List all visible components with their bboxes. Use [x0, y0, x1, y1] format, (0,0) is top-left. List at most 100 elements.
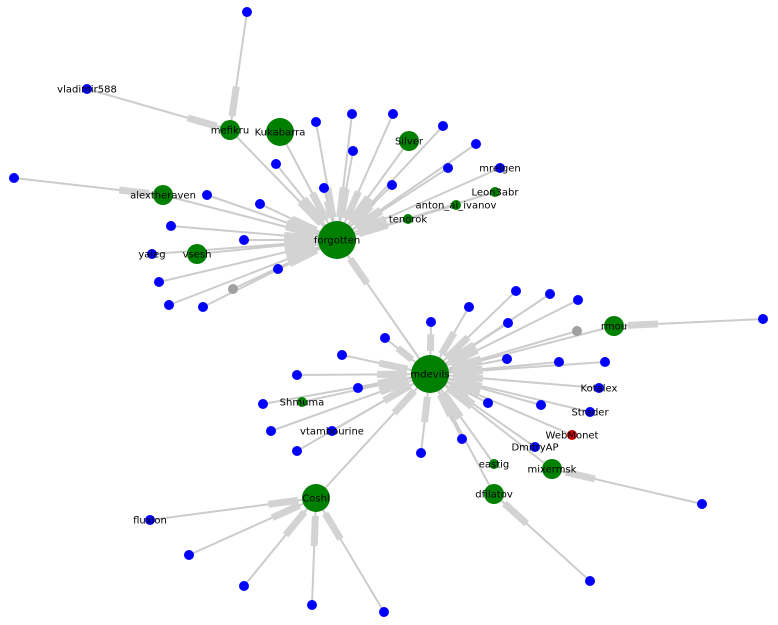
node-label-forgotten: forgotten — [314, 236, 360, 247]
node-dmitryap[interactable] — [530, 442, 540, 452]
node-label-anton: anton_ai_ivanov — [416, 201, 497, 212]
node-label-rmou: rmou — [601, 322, 627, 333]
node-dfilatov[interactable] — [484, 484, 504, 504]
node-f17[interactable] — [164, 300, 174, 310]
node-rmou[interactable] — [604, 316, 624, 336]
node-label-shmuma: Shmuma — [280, 398, 325, 409]
node-co3[interactable] — [307, 600, 317, 610]
node-kotalex[interactable] — [594, 383, 604, 393]
node-leon3abr[interactable] — [490, 187, 500, 197]
edge-arrow-m2-mdevils — [438, 330, 458, 356]
node-m20[interactable] — [416, 448, 426, 458]
node-mx1[interactable] — [697, 499, 707, 509]
node-label-leon3abr: Leon3abr — [472, 188, 520, 199]
node-mefikru[interactable] — [220, 120, 240, 140]
node-m4[interactable] — [545, 289, 555, 299]
node-f6[interactable] — [348, 146, 358, 156]
node-f13[interactable] — [166, 221, 176, 231]
node-mixermsk[interactable] — [542, 459, 562, 479]
node-silver[interactable] — [399, 131, 419, 151]
node-m9[interactable] — [502, 354, 512, 364]
node-m13[interactable] — [353, 383, 363, 393]
node-rm1[interactable] — [758, 314, 768, 324]
edge-arrow-fluxion-coshl — [267, 496, 299, 508]
node-f8[interactable] — [319, 183, 329, 193]
edge-arrow-m14-mdevils — [377, 374, 408, 387]
node-yaleg[interactable] — [147, 249, 157, 259]
edge-co3-coshl — [311, 497, 317, 606]
node-m2[interactable] — [464, 302, 474, 312]
node-mk1[interactable] — [242, 7, 252, 17]
edge-dmitryap-mdevils — [429, 373, 536, 448]
node-f14[interactable] — [239, 235, 249, 245]
edge-arrow-f10-forgotten — [354, 208, 384, 231]
node-m6[interactable] — [380, 333, 390, 343]
node-f11[interactable] — [202, 190, 212, 200]
node-vladimir588[interactable] — [82, 84, 92, 94]
edge-arrow-kukabarra-forgotten — [309, 191, 330, 222]
node-f15[interactable] — [154, 277, 164, 287]
node-mg1[interactable] — [572, 326, 582, 336]
node-forgotten[interactable] — [318, 221, 356, 259]
node-label-strader: Strader — [571, 408, 609, 419]
node-f7[interactable] — [271, 159, 281, 169]
node-m10[interactable] — [554, 357, 564, 367]
node-f3[interactable] — [388, 109, 398, 119]
node-kukabarra[interactable] — [266, 118, 294, 146]
edge-arrow-m16-mdevils — [451, 376, 482, 392]
node-m19[interactable] — [292, 446, 302, 456]
node-mdevils[interactable] — [411, 355, 449, 393]
node-coshl[interactable] — [302, 484, 330, 512]
node-m14[interactable] — [258, 399, 268, 409]
node-m1[interactable] — [426, 317, 436, 327]
edge-arrow-m11-mdevils — [452, 366, 484, 376]
node-f2[interactable] — [347, 109, 357, 119]
node-vtamb[interactable] — [327, 426, 337, 436]
node-f16[interactable] — [273, 264, 283, 274]
node-m15[interactable] — [483, 398, 493, 408]
node-label-webmonet: WebMonet — [546, 431, 599, 442]
node-m16[interactable] — [536, 400, 546, 410]
node-f9[interactable] — [387, 180, 397, 190]
node-eastig[interactable] — [489, 459, 499, 469]
node-m17[interactable] — [266, 426, 276, 436]
node-strader[interactable] — [585, 407, 595, 417]
node-label-mefikru: mefikru — [211, 126, 249, 137]
node-co4[interactable] — [379, 607, 389, 617]
node-label-tenorok: tenorok — [389, 215, 428, 226]
node-f5[interactable] — [471, 139, 481, 149]
node-m12[interactable] — [292, 370, 302, 380]
node-f4[interactable] — [438, 121, 448, 131]
node-m7[interactable] — [503, 318, 513, 328]
edge-arrow-f12-forgotten — [290, 215, 318, 234]
edge-arrow-f9-forgotten — [350, 203, 374, 227]
node-shmuma[interactable] — [297, 397, 307, 407]
node-label-eastig: eastig — [479, 460, 510, 471]
node-fluxion[interactable] — [145, 515, 155, 525]
edge-arrow-co3-coshl — [310, 515, 319, 547]
node-f12[interactable] — [255, 199, 265, 209]
node-webmonet[interactable] — [567, 430, 577, 440]
edge-arrow-m8-mdevils — [378, 359, 409, 373]
node-m5[interactable] — [573, 295, 583, 305]
node-fg1[interactable] — [228, 284, 238, 294]
node-f10[interactable] — [443, 163, 453, 173]
node-vsesh[interactable] — [187, 244, 207, 264]
node-co1[interactable] — [184, 550, 194, 560]
node-mrelgen[interactable] — [495, 163, 505, 173]
node-alextheraven[interactable] — [153, 185, 173, 205]
node-f18[interactable] — [198, 302, 208, 312]
node-al1[interactable] — [9, 173, 19, 183]
node-df1[interactable] — [585, 576, 595, 586]
node-tenorok[interactable] — [403, 214, 413, 224]
edge-f1-forgotten — [315, 121, 338, 241]
node-m18[interactable] — [457, 434, 467, 444]
node-m3[interactable] — [511, 286, 521, 296]
node-co2[interactable] — [239, 581, 249, 591]
edge-arrow-m18-mdevils — [437, 393, 454, 417]
node-m11[interactable] — [600, 357, 610, 367]
node-anton[interactable] — [451, 200, 461, 210]
edge-arrow-m15-mdevils — [449, 381, 471, 397]
node-f1[interactable] — [311, 117, 321, 127]
node-m8[interactable] — [337, 350, 347, 360]
